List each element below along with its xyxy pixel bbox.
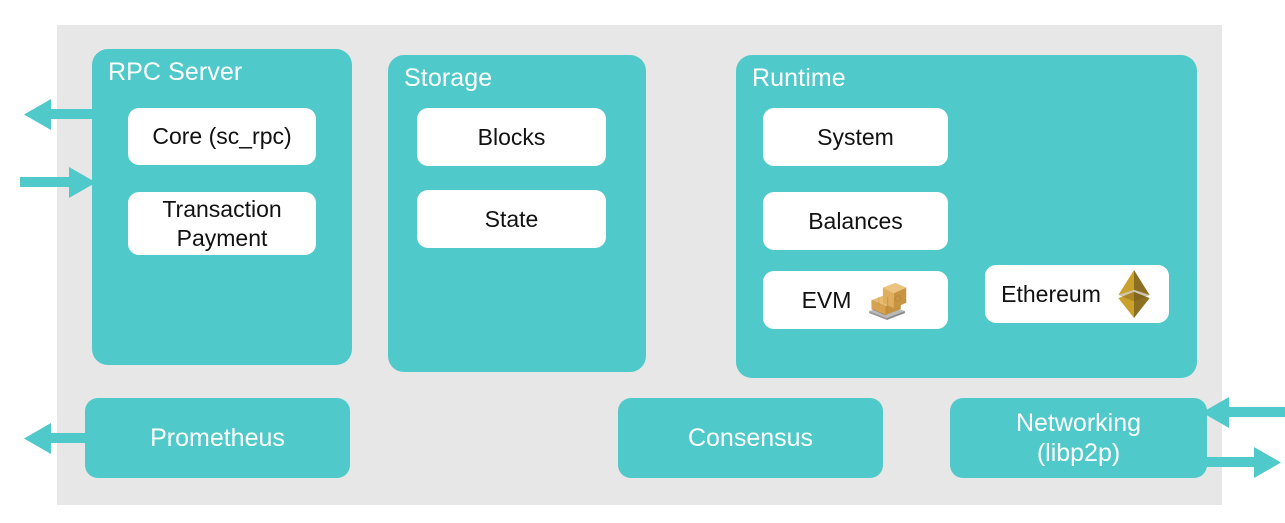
prometheus-outbound-arrow [24,423,100,454]
networking-inbound-arrow [1202,397,1285,428]
module-label: Transaction Payment [162,196,282,251]
module-label: EVM [801,286,852,313]
bottom-box-label: Networking (libp2p) [1015,409,1142,467]
module-label: State [484,205,539,232]
crate-icon [869,282,907,320]
bottom-box-consensus[interactable]: Consensus [618,398,883,478]
bottom-box-label: Prometheus [150,424,285,452]
group-title-storage: Storage [404,64,493,92]
module-chip-balances[interactable]: Balances [763,192,948,250]
ethereum-icon [1118,270,1150,318]
module-label: Ethereum [1001,280,1101,307]
module-chip-blocks[interactable]: Blocks [417,108,606,166]
bottom-box-prometheus[interactable]: Prometheus [85,398,350,478]
rpc-inbound-arrow [20,167,96,198]
module-chip-system[interactable]: System [763,108,948,166]
bottom-box-label: Consensus [687,424,814,452]
module-chip-state[interactable]: State [417,190,606,248]
group-title-rpc-server: RPC Server [108,58,243,86]
module-label: Balances [808,207,903,234]
module-label: System [817,123,894,150]
module-chip-ethereum[interactable]: Ethereum [985,265,1169,323]
module-label: Core (sc_rpc) [152,123,292,150]
networking-outbound-arrow [1198,447,1281,478]
bottom-box-networking[interactable]: Networking (libp2p) [950,398,1207,478]
group-title-runtime: Runtime [752,64,846,92]
rpc-outbound-arrow [24,99,100,130]
module-chip-core-sc-rpc[interactable]: Core (sc_rpc) [128,108,316,165]
module-chip-evm[interactable]: EVM [763,271,948,329]
module-chip-transaction-payment[interactable]: Transaction Payment [128,192,316,255]
module-label: Blocks [477,123,546,150]
